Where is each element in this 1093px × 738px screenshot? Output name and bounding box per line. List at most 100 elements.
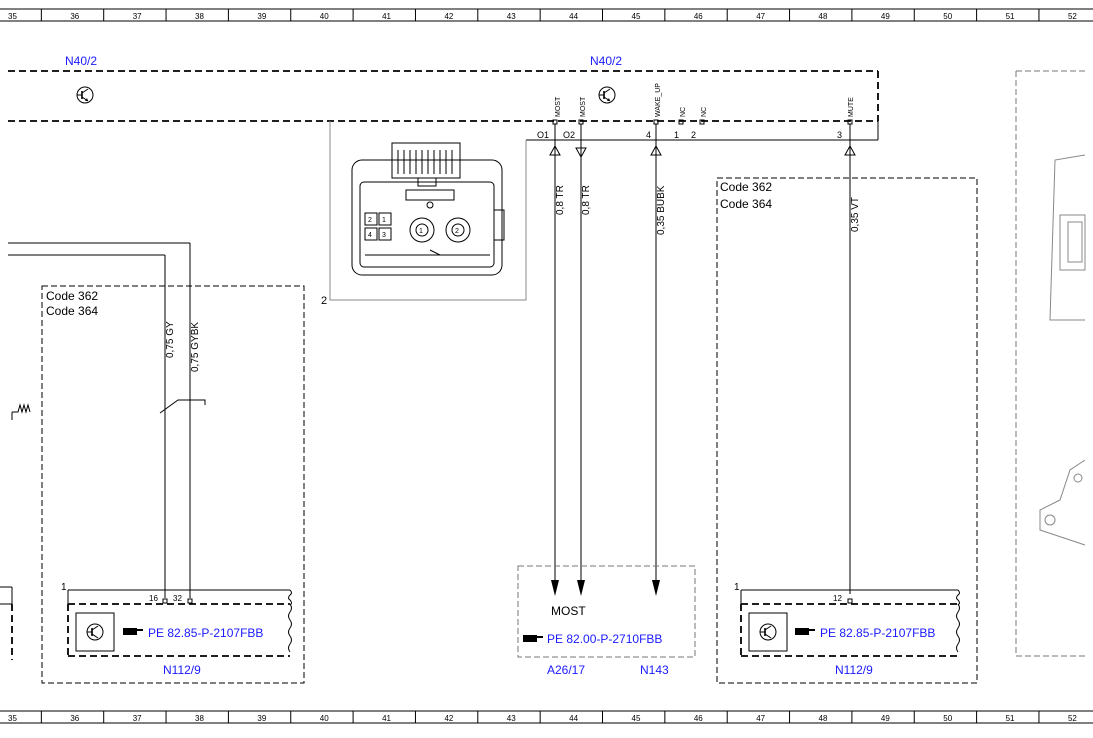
unit-label[interactable]: N112/9 bbox=[835, 663, 873, 677]
ruler-label: 39 bbox=[257, 714, 266, 723]
ruler-label: 48 bbox=[819, 714, 828, 723]
wire-label: 0,75 GY bbox=[165, 321, 176, 358]
transistor-icon bbox=[759, 623, 777, 641]
ruler-label: 42 bbox=[444, 714, 453, 723]
ruler-label: 40 bbox=[320, 714, 329, 723]
left-partial-unit bbox=[0, 586, 13, 660]
ruler-label: 45 bbox=[632, 12, 641, 21]
connector-plug: 2 2 1 4 3 1 bbox=[321, 121, 527, 307]
ruler-label: 50 bbox=[943, 12, 952, 21]
reference-link[interactable]: PE 82.00-P-2710FBB bbox=[547, 632, 662, 646]
ruler-label: 47 bbox=[756, 12, 765, 21]
ruler-top: 35 36 37 38 39 40 41 42 43 44 45 46 47 48 49 50 51 52 bbox=[0, 8, 1093, 22]
ruler-label: 36 bbox=[70, 12, 79, 21]
transistor-icon bbox=[86, 623, 104, 641]
corner-number: 1 bbox=[734, 582, 740, 593]
pin-name: MOST bbox=[555, 96, 562, 117]
wire-left-pair: 0,75 GY 0,75 GYBK bbox=[8, 242, 206, 598]
unit-right-n112-9: 1 12 PE 82.85-P-2107FBB N112/9 bbox=[734, 582, 960, 677]
bus-label: MOST bbox=[551, 604, 586, 618]
wire-most-1: 0,8 TR bbox=[549, 124, 566, 596]
ruler-label: 38 bbox=[195, 12, 204, 21]
code-line: Code 362 bbox=[46, 289, 98, 303]
ruler-label: 52 bbox=[1068, 12, 1077, 21]
code-line: Code 364 bbox=[720, 197, 772, 211]
ruler-label: 48 bbox=[819, 12, 828, 21]
ruler-label: 44 bbox=[569, 714, 578, 723]
ruler-label: 50 bbox=[943, 714, 952, 723]
ruler-label: 37 bbox=[133, 12, 142, 21]
wire-mute: 0,35 VT bbox=[844, 124, 861, 594]
pointing-hand-icon bbox=[123, 628, 143, 635]
corner-number: 1 bbox=[61, 582, 67, 593]
pointing-hand-icon bbox=[795, 628, 815, 635]
ruler-label: 35 bbox=[8, 714, 17, 723]
reference-link[interactable]: PE 82.85-P-2107FBB bbox=[148, 626, 263, 640]
module-n40-2: N40/2 N40/2 MOST MOST WAKE_UP NC NC bbox=[8, 54, 879, 141]
antenna-icon bbox=[11, 403, 31, 420]
pin-number: 4 bbox=[646, 130, 651, 140]
pin-number: 2 bbox=[691, 130, 696, 140]
wire-label: 0,35 BUBK bbox=[656, 185, 667, 235]
ruler-label: 46 bbox=[694, 12, 703, 21]
module-label-center[interactable]: N40/2 bbox=[590, 54, 622, 68]
ruler-label: 51 bbox=[1006, 12, 1015, 21]
wire-wake-up: 0,35 BUBK bbox=[650, 124, 667, 596]
unit-left-n112-9: 1 16 32 PE 82.85-P-2107FBB N112/9 bbox=[61, 582, 292, 677]
wire-label: 0,35 VT bbox=[850, 197, 861, 232]
pin-number: O1 bbox=[537, 130, 549, 140]
cavity-label: 1 bbox=[382, 217, 386, 224]
ruler-label: 47 bbox=[756, 714, 765, 723]
ruler-label: 41 bbox=[382, 714, 391, 723]
module-label-left[interactable]: N40/2 bbox=[65, 54, 97, 68]
pin-number: O2 bbox=[563, 130, 575, 140]
ruler-label: 43 bbox=[507, 714, 516, 723]
ruler-label: 46 bbox=[694, 714, 703, 723]
ruler-label: 51 bbox=[1006, 714, 1015, 723]
wire-most-2: 0,8 TR bbox=[575, 124, 592, 596]
code-block-left: Code 362 Code 364 bbox=[41, 285, 305, 684]
pin-number: 32 bbox=[173, 594, 182, 603]
pin-name: NC bbox=[680, 107, 687, 117]
pin-number: 12 bbox=[833, 594, 842, 603]
unit-center-most: MOST PE 82.00-P-2710FBB A26/17 N143 bbox=[517, 565, 696, 677]
wire-label: 0,8 TR bbox=[581, 185, 592, 215]
ruler-label: 49 bbox=[881, 714, 890, 723]
pin-number: 16 bbox=[149, 594, 158, 603]
ruler-label: 41 bbox=[382, 12, 391, 21]
code-line: Code 364 bbox=[46, 304, 98, 318]
ruler-label: 42 bbox=[444, 12, 453, 21]
ruler-label: 35 bbox=[8, 12, 17, 21]
ruler-label: 37 bbox=[133, 714, 142, 723]
unit-label[interactable]: N112/9 bbox=[163, 663, 201, 677]
ruler-label: 45 bbox=[632, 714, 641, 723]
wire-label: 0,8 TR bbox=[555, 185, 566, 215]
ruler-label: 52 bbox=[1068, 714, 1077, 723]
ruler-label: 49 bbox=[881, 12, 890, 21]
reference-link[interactable]: PE 82.85-P-2107FBB bbox=[820, 626, 935, 640]
circle-label: 2 bbox=[455, 228, 459, 235]
ruler-label: 43 bbox=[507, 12, 516, 21]
code-line: Code 362 bbox=[720, 180, 772, 194]
transistor-icon bbox=[598, 86, 616, 104]
ruler-label: 39 bbox=[257, 12, 266, 21]
ruler-label: 44 bbox=[569, 12, 578, 21]
pin-number: 3 bbox=[837, 130, 842, 140]
pointing-hand-icon bbox=[523, 635, 543, 642]
connector-plug-icon: 2 1 4 3 1 2 bbox=[351, 142, 505, 276]
unit-label[interactable]: A26/17 bbox=[547, 663, 585, 677]
pin-name: MUTE bbox=[848, 97, 855, 117]
pin-name: NC bbox=[701, 107, 708, 117]
ruler-label: 38 bbox=[195, 714, 204, 723]
ruler-label: 40 bbox=[320, 12, 329, 21]
right-partial-component bbox=[1015, 70, 1086, 657]
circle-label: 1 bbox=[419, 228, 423, 235]
pin-name: WAKE_UP bbox=[655, 83, 662, 117]
cavity-label: 4 bbox=[368, 232, 372, 239]
transistor-icon bbox=[76, 86, 94, 104]
pin-name: MOST bbox=[580, 96, 587, 117]
unit-label[interactable]: N143 bbox=[640, 663, 669, 677]
cavity-label: 3 bbox=[382, 232, 386, 239]
